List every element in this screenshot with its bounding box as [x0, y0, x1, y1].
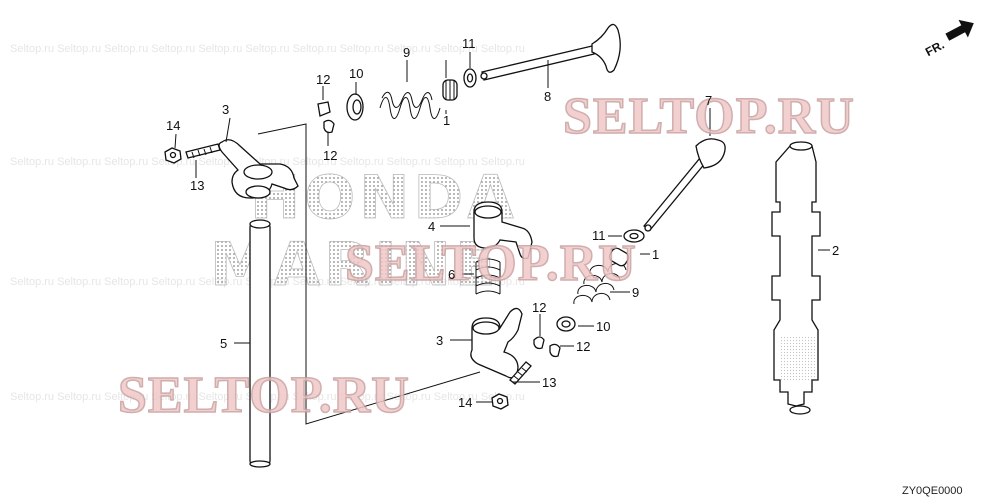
- front-direction-indicator: FR.: [923, 19, 974, 59]
- rocker-arm-3-upper: [218, 139, 299, 199]
- callout-10-lower: 10: [596, 319, 610, 334]
- callout-3-upper: 3: [222, 102, 229, 117]
- callout-9-upper: 9: [403, 45, 410, 60]
- callout-12-lower-a: 12: [532, 300, 546, 315]
- callout-11-lower: 11: [592, 228, 606, 243]
- valve-seal-1-lower: [608, 247, 630, 267]
- callout-12-upper-b: 12: [323, 148, 337, 163]
- callout-13-upper: 13: [190, 178, 204, 193]
- diagram-code: ZY0QE0000: [902, 485, 963, 497]
- lock-nut-14-upper: [164, 147, 182, 164]
- callout-1-lower: 1: [652, 247, 659, 262]
- spring-retainer-10-lower: [556, 316, 576, 332]
- rocker-arm-3-lower: [470, 307, 523, 379]
- washer-11-upper: [463, 68, 477, 88]
- callout-7: 7: [705, 93, 712, 108]
- camshaft-2: [771, 141, 821, 415]
- seltop-watermark-3: SELTOP.RU: [118, 367, 410, 424]
- callout-12-lower-b: 12: [576, 339, 590, 354]
- rocker-arm-4: [473, 201, 533, 260]
- callout-4: 4: [428, 219, 435, 234]
- callout-10-upper: 10: [349, 66, 363, 81]
- callout-2: 2: [832, 243, 839, 258]
- svg-text:Seltop.ru Seltop.ru Seltop.r: Seltop.ru Seltop.ru Seltop.ru Seltop.ru …: [10, 156, 525, 168]
- callout-5: 5: [220, 336, 227, 351]
- cotter-12-lower: [533, 336, 561, 358]
- leader-lines: [174, 52, 830, 425]
- callout-9-lower: 9: [632, 285, 639, 300]
- seltop-watermarks: SELTOP.RU SELTOP.RU SELTOP.RU: [117, 87, 855, 425]
- valve-spring-9-lower: [573, 263, 627, 305]
- callout-14-upper: 14: [166, 118, 180, 133]
- callout-13-lower: 13: [542, 375, 556, 390]
- callout-6: 6: [448, 267, 455, 282]
- callouts: 9 11 10 12 12 1 8 3 14 13 7 2 4 11 1 6 9…: [166, 36, 839, 410]
- valve-seal-1-upper: [442, 79, 458, 101]
- seltop-watermark-1: SELTOP.RU: [563, 88, 855, 145]
- cotter-12-upper: [317, 101, 335, 134]
- intake-valve-7: [643, 138, 726, 232]
- push-rod-5: [249, 219, 271, 468]
- spring-retainer-10-upper: [346, 93, 364, 121]
- lock-nut-14-lower: [491, 393, 509, 410]
- adjust-screw-13-lower: [509, 361, 532, 385]
- valve-spring-9-upper: [379, 91, 441, 119]
- callout-12-upper-a: 12: [316, 72, 330, 87]
- fr-label: FR.: [923, 38, 947, 59]
- adjust-screw-13-upper: [185, 143, 221, 159]
- rocker-spring-6: [475, 258, 501, 295]
- callout-3-lower: 3: [436, 333, 443, 348]
- callout-14-lower: 14: [458, 395, 472, 410]
- arrow-right-icon: [945, 19, 974, 41]
- seltop-watermark-2: SELTOP.RU: [345, 235, 637, 292]
- svg-text:Seltop.ru Seltop.ru Seltop.r: Seltop.ru Seltop.ru Seltop.ru Seltop.ru …: [10, 43, 525, 55]
- callout-11-upper: 11: [462, 36, 476, 51]
- washer-11-lower: [623, 229, 645, 243]
- callout-8: 8: [544, 89, 551, 104]
- exhaust-valve-8: [480, 23, 621, 81]
- callout-1-upper: 1: [443, 113, 450, 128]
